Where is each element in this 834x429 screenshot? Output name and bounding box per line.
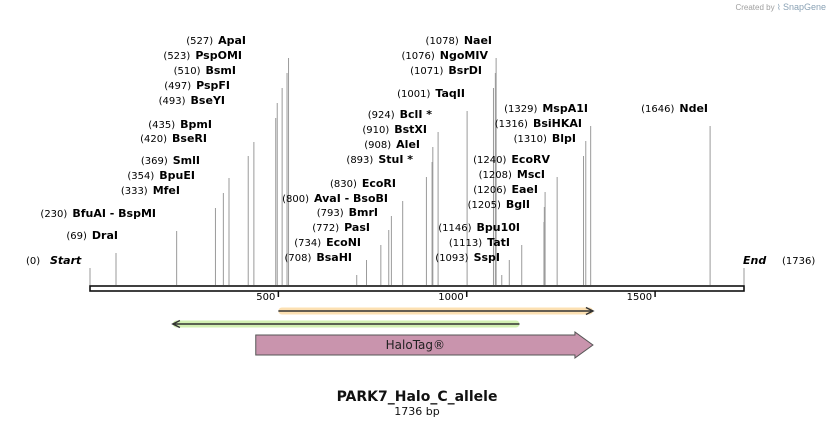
site-pos-label: (908)	[364, 140, 391, 151]
site-name-label: BseYI	[191, 94, 225, 107]
created-by-credit: Created by ⌇ SnapGene	[735, 2, 826, 12]
site-name-label: BclI *	[400, 108, 433, 121]
site-pos-label: (1001)	[397, 89, 430, 100]
credit-brand: SnapGene	[782, 2, 826, 12]
site-pos-label: (435)	[148, 120, 175, 131]
site-name-label: MscI	[517, 168, 545, 181]
site-name-label: BsmI	[206, 64, 237, 77]
site-name-label: BfuAI - BspMI	[72, 207, 156, 220]
site-pos-label: (333)	[121, 186, 148, 197]
end-label: End	[743, 254, 766, 267]
site-name-label: StuI *	[378, 153, 413, 166]
site-name-label: EcoRI	[362, 177, 396, 190]
site-name-label: DraI	[92, 229, 118, 242]
site-pos-label: (893)	[346, 155, 373, 166]
site-name-label: AvaI - BsoBI	[314, 192, 388, 205]
site-pos-label: (1240)	[473, 155, 506, 166]
end-pos-label: (1736)	[782, 256, 815, 267]
site-name-label: BsiHKAI	[533, 117, 582, 130]
feature-arrowhead-icon	[171, 319, 181, 329]
site-name-label: MfeI	[153, 184, 180, 197]
site-name-label: SmlI	[173, 154, 200, 167]
site-name-label: ApaI	[218, 34, 246, 47]
site-pos-label: (1078)	[426, 36, 459, 47]
site-pos-label: (800)	[282, 194, 309, 205]
site-pos-label: (420)	[140, 134, 167, 145]
site-pos-label: (510)	[174, 66, 201, 77]
site-name-label: NgoMIV	[440, 49, 489, 62]
site-pos-label: (497)	[164, 81, 191, 92]
site-name-label: EaeI	[512, 183, 539, 196]
map-length: 1736 bp	[394, 405, 440, 418]
site-pos-label: (230)	[40, 209, 67, 220]
site-name-label: TatI	[487, 236, 510, 249]
site-pos-label: (354)	[127, 171, 154, 182]
site-pos-label: (369)	[141, 156, 168, 167]
map-title: PARK7_Halo_C_allele	[336, 389, 498, 405]
site-pos-label: (1071)	[410, 66, 443, 77]
site-name-label: BseRI	[172, 132, 207, 145]
site-pos-label: (523)	[163, 51, 190, 62]
site-name-label: BsrDI	[448, 64, 482, 77]
site-name-label: BmrI	[349, 206, 378, 219]
site-pos-label: (924)	[368, 110, 395, 121]
site-name-label: SspI	[474, 251, 500, 264]
site-name-label: NaeI	[464, 34, 492, 47]
site-pos-label: (1310)	[514, 134, 547, 145]
site-pos-label: (1206)	[473, 185, 506, 196]
site-name-label: BpmI	[180, 118, 212, 131]
site-pos-label: (793)	[317, 208, 344, 219]
site-name-label: BlpI	[552, 132, 576, 145]
site-name-label: EcoNI	[326, 236, 361, 249]
feature-arrow-halotag	[255, 331, 594, 359]
backbone	[89, 285, 745, 292]
site-name-label: Bpu10I	[477, 221, 521, 234]
scale-tick-label: 1500	[627, 292, 652, 303]
site-pos-label: (1329)	[504, 104, 537, 115]
site-name-label: MspA1I	[542, 102, 588, 115]
site-name-label: NdeI	[679, 102, 708, 115]
site-pos-label: (527)	[186, 36, 213, 47]
site-name-label: AleI	[396, 138, 420, 151]
site-name-label: PspOMI	[195, 49, 242, 62]
site-pos-label: (830)	[330, 179, 357, 190]
feature-arrowhead-icon	[585, 306, 595, 316]
site-name-label: PspFI	[196, 79, 230, 92]
site-pos-label: (1316)	[495, 119, 528, 130]
site-pos-label: (1146)	[438, 223, 471, 234]
site-name-label: BglI	[506, 198, 530, 211]
site-pos-label: (772)	[312, 223, 339, 234]
site-pos-label: (1208)	[479, 170, 512, 181]
credit-prefix: Created by	[735, 3, 775, 12]
snapgene-logo-icon: ⌇	[776, 3, 781, 12]
site-pos-label: (910)	[362, 125, 389, 136]
site-pos-label: (1205)	[468, 200, 501, 211]
site-pos-label: (1093)	[435, 253, 468, 264]
site-name-label: BpuEI	[159, 169, 195, 182]
site-name-label: BsaHI	[316, 251, 352, 264]
site-name-label: PasI	[344, 221, 370, 234]
site-name-label: EcoRV	[511, 153, 550, 166]
scale-tick-label: 1000	[438, 292, 463, 303]
site-pos-label: (1646)	[641, 104, 674, 115]
scale-tick-label: 500	[256, 292, 275, 303]
feature-label-halotag: HaloTag®	[386, 338, 445, 352]
site-pos-label: (69)	[66, 231, 87, 242]
site-name-label: TaqII	[435, 87, 465, 100]
site-pos-label: (493)	[159, 96, 186, 107]
site-pos-label: (1076)	[402, 51, 435, 62]
start-label: Start	[50, 254, 82, 267]
site-name-label: BstXI	[394, 123, 427, 136]
site-pos-label: (1113)	[449, 238, 482, 249]
site-pos-label: (708)	[284, 253, 311, 264]
site-pos-label: (734)	[294, 238, 321, 249]
start-pos-label: (0)	[26, 256, 40, 267]
